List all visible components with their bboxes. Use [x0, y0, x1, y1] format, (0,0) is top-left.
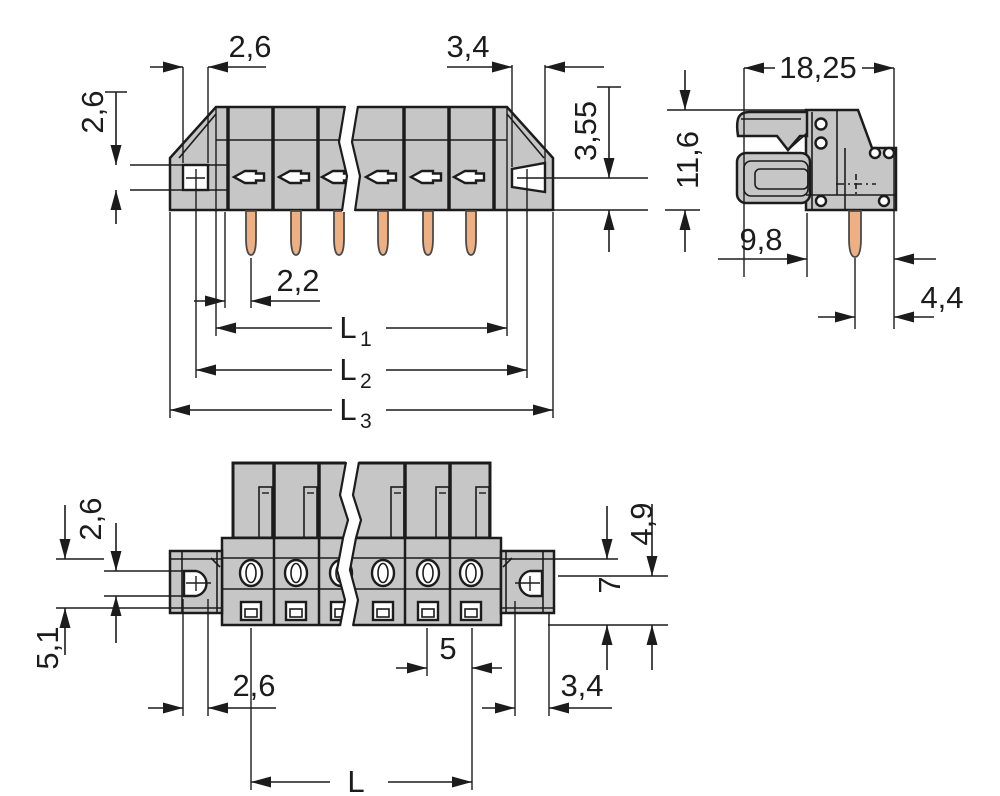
bottom-dim-length: L — [347, 764, 364, 796]
contact-icon — [408, 169, 443, 185]
contact-icon — [276, 169, 311, 185]
bottom-dim-pitch: 5 — [439, 631, 456, 666]
bottom-left-flange — [168, 549, 224, 615]
pin — [290, 210, 302, 256]
pin — [422, 210, 434, 256]
front-right-screw-box — [510, 161, 648, 194]
bottom-view: 2,6 5,1 4,9 7 2,6 5 3,4 L — [30, 461, 668, 796]
front-dim-pin-offset: 2,2 — [276, 263, 319, 298]
bottom-dim-hole-width: 2,6 — [232, 668, 275, 703]
front-dim-top-left: 2,6 — [228, 29, 271, 64]
side-dim-pin-to-edge: 4,4 — [920, 280, 963, 315]
side-solder-pin — [848, 210, 862, 258]
front-dim-side-left: 2,6 — [75, 90, 110, 133]
front-view: 2,6 3,4 2,6 3,55 2,2 L 1 L 2 L 3 — [75, 29, 648, 433]
front-dim-side-right: 3,55 — [568, 101, 603, 161]
front-dim-l2: L — [339, 352, 356, 387]
side-contact-tube — [735, 151, 812, 205]
bottom-dim-hole-height: 2,6 — [73, 497, 108, 540]
side-dimension-lines — [679, 62, 936, 323]
front-dim-l2-sub: 2 — [360, 370, 372, 393]
front-dim-top-right: 3,4 — [446, 29, 489, 64]
front-left-screw-box — [181, 163, 210, 192]
front-dim-l3: L — [339, 392, 356, 427]
side-release-lever — [735, 110, 809, 152]
contact-icon — [363, 169, 398, 185]
contact-icon — [231, 169, 266, 185]
front-dim-l1: L — [339, 310, 356, 345]
bottom-extension-lines — [56, 558, 668, 790]
pin — [377, 210, 389, 256]
front-dimension-lines — [105, 61, 621, 416]
bottom-break — [335, 461, 363, 627]
pin — [333, 210, 345, 256]
pin — [245, 210, 257, 256]
contact-icon — [451, 169, 486, 185]
bottom-dim-hole-to-bottom: 4,9 — [624, 502, 659, 545]
front-extension-lines — [169, 65, 648, 418]
bottom-band — [220, 536, 503, 627]
side-dim-depth: 9,8 — [739, 222, 782, 257]
side-extension-lines — [665, 68, 895, 329]
bottom-right-flange — [499, 549, 556, 615]
bottom-dim-total-height: 7 — [592, 576, 627, 593]
bottom-chamber-dividers — [272, 463, 452, 538]
front-dim-l1-sub: 1 — [360, 328, 372, 351]
bottom-dim-flange-height: 5,1 — [30, 626, 65, 669]
front-break — [337, 105, 362, 212]
front-solder-pins — [245, 210, 477, 256]
side-body — [804, 108, 898, 212]
side-detail-circles — [814, 117, 896, 208]
front-dim-l3-sub: 3 — [360, 410, 372, 433]
front-dividers — [226, 107, 496, 210]
bottom-dim-flange-width: 3,4 — [560, 668, 603, 703]
bottom-chamber-block — [231, 461, 492, 540]
bottom-dimension-lines — [59, 504, 658, 788]
pin — [465, 210, 477, 256]
side-dim-height: 11,6 — [670, 131, 705, 189]
side-dim-width: 18,25 — [779, 50, 857, 85]
front-contact-icons — [231, 169, 486, 185]
side-view: 18,25 11,6 9,8 4,4 — [665, 50, 964, 329]
bottom-band-dividers — [272, 538, 452, 625]
